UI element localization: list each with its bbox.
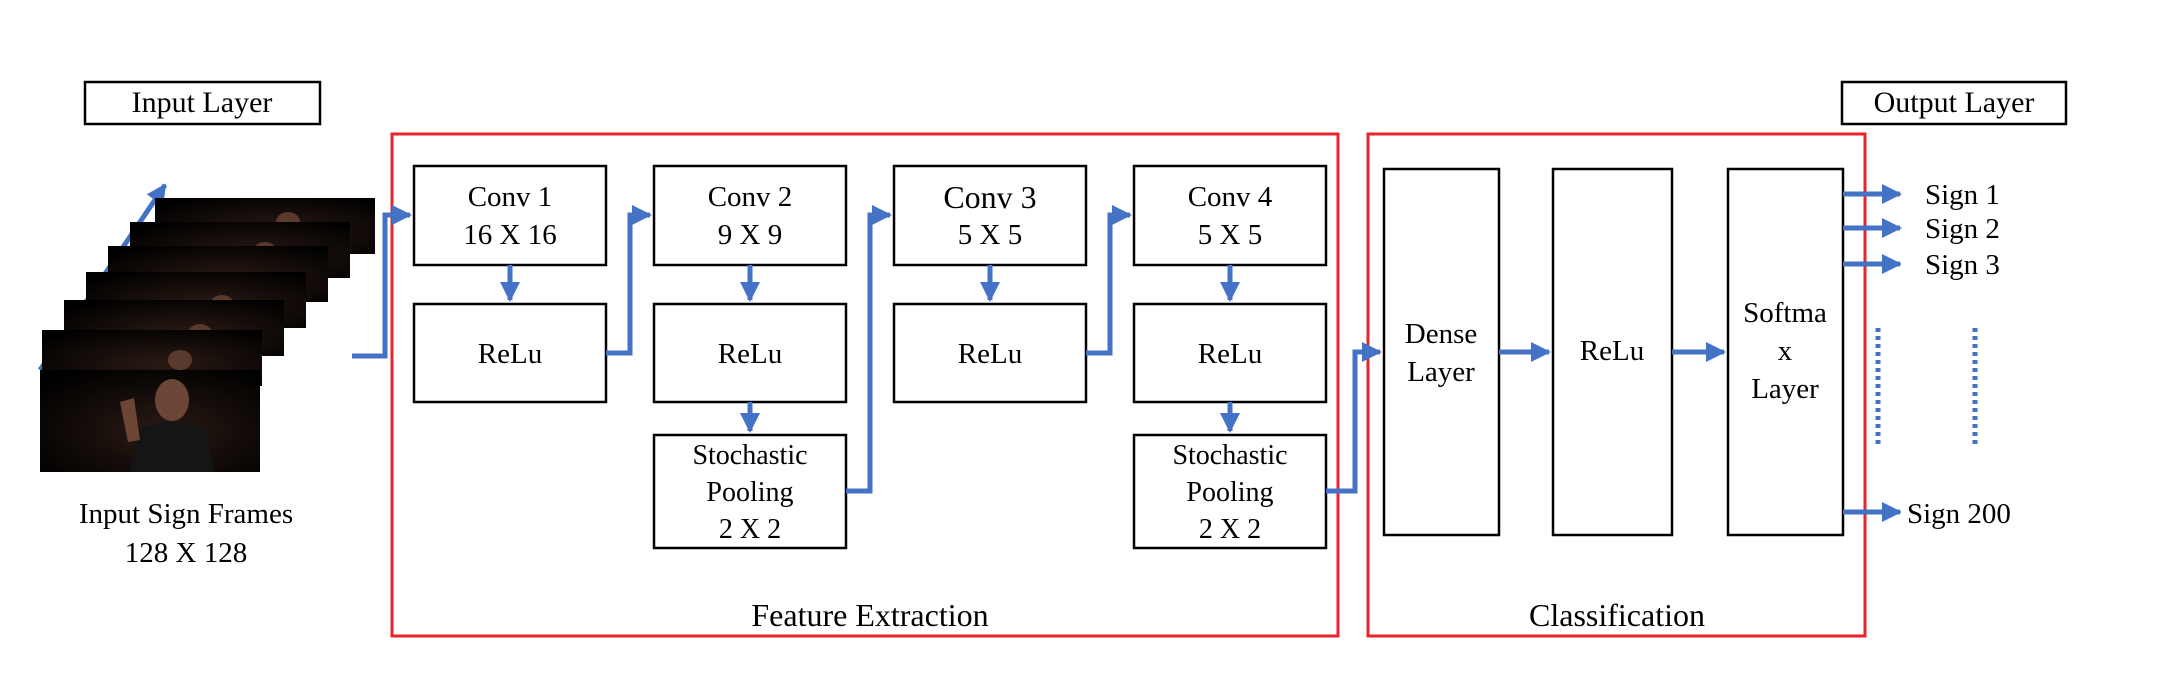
softmax-line2: x	[1778, 335, 1793, 367]
input-frames-caption-line1: Input Sign Frames	[79, 498, 293, 530]
dense-line2: Layer	[1407, 356, 1475, 388]
conv3-block: Conv 3 5 X 5	[892, 164, 1088, 267]
pool2-line2: Pooling	[706, 477, 793, 508]
arrow-input-to-conv1	[352, 205, 412, 359]
relu-classifier-label: ReLu	[1580, 335, 1644, 367]
input-frames-caption-line2: 128 X 128	[125, 537, 247, 569]
classification-label: Classification	[1529, 597, 1705, 633]
output-sign3: Sign 3	[1925, 249, 2000, 281]
feature-extraction-group	[390, 132, 1340, 638]
arrow-relu3-to-conv4	[1086, 205, 1132, 356]
dense-line1: Dense	[1405, 318, 1477, 350]
conv3-size: 5 X 5	[958, 219, 1022, 251]
feature-extraction-label: Feature Extraction	[751, 597, 988, 633]
conv2-block: Conv 2 9 X 9	[652, 164, 848, 267]
flow-arrows	[352, 184, 1902, 522]
pool4-block: Stochastic Pooling 2 X 2	[1132, 433, 1328, 550]
relu4-block: ReLu	[1132, 302, 1328, 404]
conv4-title: Conv 4	[1188, 181, 1273, 213]
relu2-label: ReLu	[718, 338, 782, 370]
relu3-label: ReLu	[958, 338, 1022, 370]
relu2-block: ReLu	[652, 302, 848, 404]
frame-front	[40, 370, 260, 472]
signer-head	[155, 379, 189, 421]
dense-layer-block: Dense Layer	[1382, 167, 1501, 537]
softmax-layer-block: Softma x Layer	[1726, 167, 1845, 537]
input-frames-stack	[37, 183, 375, 472]
pool2-line3: 2 X 2	[719, 514, 781, 545]
output-sign1: Sign 1	[1925, 179, 2000, 211]
relu4-label: ReLu	[1198, 338, 1262, 370]
arrow-pool4-to-dense	[1326, 342, 1382, 494]
output-layer-label: Output Layer	[1840, 80, 2068, 126]
conv1-title: Conv 1	[468, 181, 553, 213]
pool4-line1: Stochastic	[1172, 440, 1287, 471]
pool4-line3: 2 X 2	[1199, 514, 1261, 545]
input-layer-text: Input Layer	[132, 86, 273, 119]
signer-hand	[120, 398, 140, 442]
output-sign200: Sign 200	[1907, 498, 2011, 530]
signer-body	[130, 422, 214, 472]
conv1-block: Conv 1 16 X 16	[412, 164, 608, 267]
output-layer-text: Output Layer	[1874, 86, 2035, 119]
conv1-size: 16 X 16	[463, 219, 556, 251]
conv2-title: Conv 2	[708, 181, 793, 213]
input-layer-label: Input Layer	[83, 80, 322, 126]
relu1-block: ReLu	[412, 302, 608, 404]
conv4-size: 5 X 5	[1198, 219, 1262, 251]
pool2-line1: Stochastic	[692, 440, 807, 471]
classification-group	[1366, 132, 1867, 638]
conv4-block: Conv 4 5 X 5	[1132, 164, 1328, 267]
pool4-line2: Pooling	[1186, 477, 1273, 508]
pool2-block: Stochastic Pooling 2 X 2	[652, 433, 848, 550]
output-sign2: Sign 2	[1925, 213, 2000, 245]
conv2-size: 9 X 9	[718, 219, 782, 251]
relu3-block: ReLu	[892, 302, 1088, 404]
softmax-line1: Softma	[1743, 297, 1827, 329]
relu-classifier-block: ReLu	[1551, 167, 1674, 537]
arrow-pool2-to-conv3	[846, 205, 892, 494]
softmax-line3: Layer	[1751, 373, 1819, 405]
relu1-label: ReLu	[478, 338, 542, 370]
conv3-title: Conv 3	[943, 179, 1036, 215]
arrow-relu1-to-conv2	[606, 205, 652, 356]
